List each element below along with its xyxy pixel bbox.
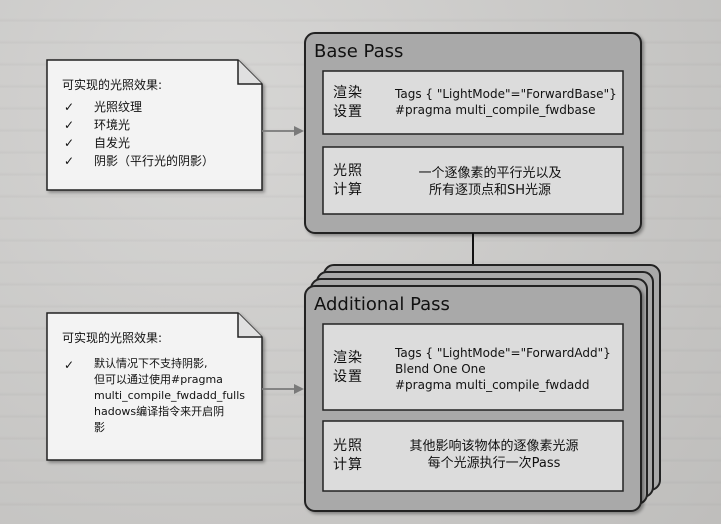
additional-render-text: Tags { "LightMode"="ForwardAdd"} Blend O… — [395, 346, 611, 392]
additional-light-label: 光照 计算 — [333, 438, 363, 473]
base-light-section — [322, 146, 624, 215]
base-render-text: Tags { "LightMode"="ForwardBase"} #pragm… — [395, 87, 617, 117]
additional-render-label: 渲染 设置 — [333, 350, 363, 385]
base-light-text: 一个逐像素的平行光以及 所有逐顶点和SH光源 — [418, 166, 562, 198]
list-item: ✓ 光照纹理 — [64, 100, 143, 114]
additional-pass-title: Additional Pass — [314, 294, 450, 315]
note-additional-shape — [46, 312, 263, 461]
note-additional-fold — [237, 313, 262, 338]
note-base-shape — [46, 59, 263, 191]
list-item: ✓ 自发光 — [64, 136, 131, 150]
list-item: ✓ 环境光 — [64, 118, 131, 132]
list-item: ✓ 默认情况下不支持阴影, 但可以通过使用#pragma multi_compi… — [64, 357, 246, 434]
additional-render-section — [322, 323, 624, 411]
note-base-fold — [237, 60, 262, 85]
base-render-label: 渲染 设置 — [333, 85, 363, 120]
note-base: 可实现的光照效果: ✓ 光照纹理 ✓ 环境光 ✓ 自发光 ✓ 阴影（平行光的阴影… — [62, 76, 252, 170]
check-icon: ✓ — [64, 118, 75, 132]
base-light-label: 光照 计算 — [333, 163, 363, 198]
check-icon: ✓ — [64, 136, 75, 150]
note-base-title: 可实现的光照效果: — [62, 78, 163, 92]
note-additional-title: 可实现的光照效果: — [62, 331, 163, 345]
base-pass-title: Base Pass — [314, 41, 404, 62]
list-item: ✓ 阴影（平行光的阴影） — [64, 154, 215, 168]
base-render-section — [322, 70, 624, 135]
additional-light-text: 其他影响该物体的逐像素光源 每个光源执行一次Pass — [409, 439, 579, 471]
additional-light-section — [322, 420, 624, 492]
check-icon: ✓ — [64, 154, 75, 168]
check-icon: ✓ — [64, 100, 75, 114]
note-additional: 可实现的光照效果: ✓ 默认情况下不支持阴影, 但可以通过使用#pragma m… — [62, 329, 258, 436]
check-icon: ✓ — [64, 358, 75, 372]
